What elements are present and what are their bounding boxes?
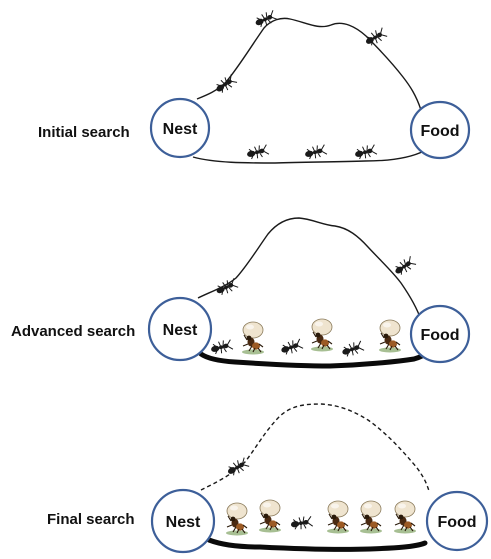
stage-label: Final search [47,511,135,528]
stage-label: Advanced search [11,323,135,340]
ant [209,338,234,357]
stage-advanced: Advanced search Nest Food [11,217,471,369]
nest-node: Nest [147,296,213,362]
food-carrying-ant [326,500,350,535]
pheromone-trail [206,537,428,552]
ant [362,26,389,49]
ant [278,337,304,357]
upper-trail [197,217,422,321]
food-node: Food [425,490,489,552]
stage-label: Initial search [38,124,130,141]
lower-trail [192,150,425,164]
food-carrying-ant [393,500,417,535]
food-carrying-ant [258,499,282,534]
food-carrying-ant [359,500,383,535]
ant [245,143,270,162]
stage-final: Final search Nest Food [47,403,489,554]
food-label: Food [420,123,459,140]
ant [213,276,240,298]
nest-label: Nest [163,322,198,339]
fading-trail [200,403,430,492]
pheromone-trail [198,349,431,369]
ant [303,143,328,162]
ant [212,72,239,96]
upper-trail [196,17,422,111]
ant [339,339,365,359]
food-label: Food [420,327,459,344]
ant [289,514,314,532]
nest-label: Nest [166,514,201,531]
food-carrying-ant [310,318,334,353]
food-node: Food [409,100,471,160]
food-node: Food [409,304,471,364]
ant [391,254,418,278]
nest-label: Nest [163,121,198,138]
food-carrying-ant [241,321,265,356]
food-label: Food [437,514,476,531]
nest-node: Nest [149,97,211,159]
food-carrying-ant [378,319,402,354]
nest-node: Nest [150,488,216,554]
food-carrying-ant [225,502,249,537]
stage-initial: Initial search Nest Food [38,8,471,164]
ant [353,143,378,162]
